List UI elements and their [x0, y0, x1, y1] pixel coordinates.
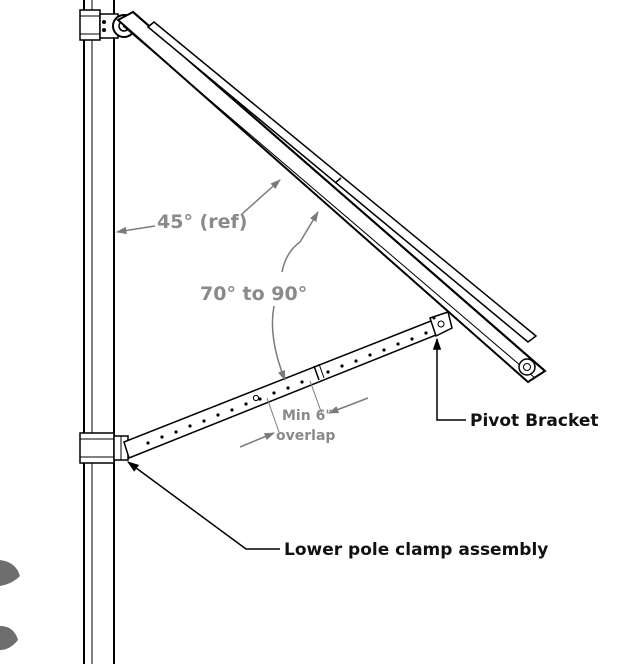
angle-range-dimension: 70° to 90° — [200, 211, 319, 381]
pivot-bracket — [429, 311, 453, 338]
panel-rail — [116, 10, 547, 384]
lower-clamp-callout: Lower pole clamp assembly — [127, 461, 548, 560]
overlap-label-line2: overlap — [276, 428, 335, 444]
lower-clamp-label: Lower pole clamp assembly — [284, 540, 548, 560]
angle-range-label: 70° to 90° — [200, 283, 307, 305]
strut-holes — [146, 331, 428, 445]
angle-ref-dimension: 45° (ref) — [115, 179, 281, 235]
pole — [83, 0, 115, 664]
overlap-label-line1: Min 6" — [282, 408, 333, 424]
pivot-bracket-callout: Pivot Bracket — [432, 337, 599, 431]
angle-ref-label: 45° (ref) — [157, 211, 247, 233]
lower-pole-clamp — [79, 432, 129, 464]
edge-fragments — [0, 560, 20, 650]
overlap-dimension: Min 6" overlap — [239, 380, 369, 448]
pivot-bracket-label: Pivot Bracket — [470, 411, 599, 431]
